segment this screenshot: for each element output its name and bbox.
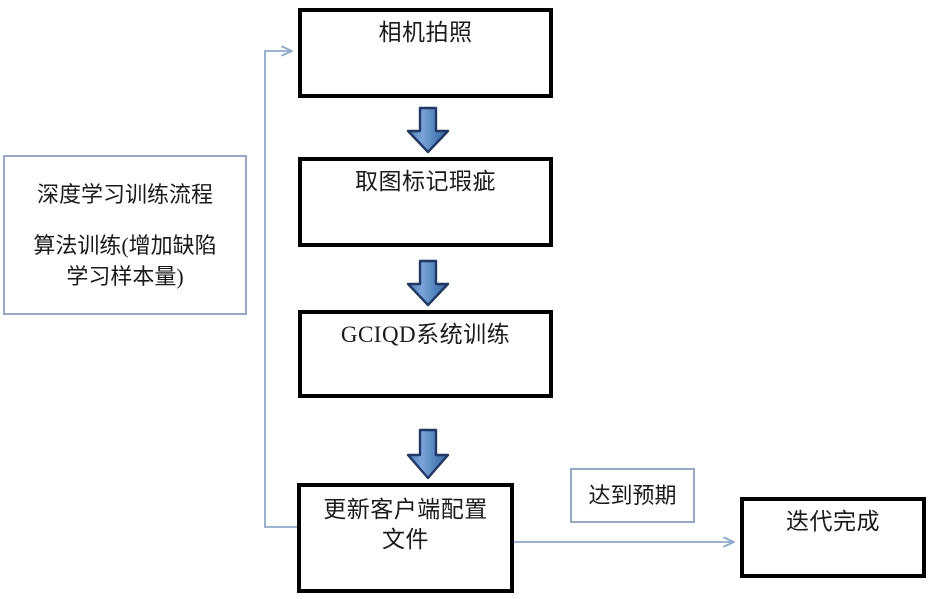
down-block-arrow-2 [404, 259, 452, 307]
note-line-detail: 算法训练(增加缺陷 学习样本量) [33, 232, 217, 289]
edge-label-meets-expectation: 达到预期 [570, 468, 695, 523]
edge-label-text: 达到预期 [588, 483, 677, 508]
process-label-update-client-config: 更新客户端配置 文件 [323, 497, 488, 552]
down-block-arrow-1 [404, 106, 452, 154]
process-box-camera-capture[interactable]: 相机拍照 [298, 8, 553, 98]
process-label-gciqd-system-training: GCIQD系统训练 [340, 322, 511, 347]
process-box-gciqd-system-training[interactable]: GCIQD系统训练 [298, 310, 553, 398]
training-process-note: 深度学习训练流程 算法训练(增加缺陷 学习样本量) [3, 155, 247, 315]
process-label-iteration-complete: 迭代完成 [786, 509, 880, 534]
feedback-loop-arrow [264, 45, 297, 528]
process-label-camera-capture: 相机拍照 [378, 20, 473, 45]
down-block-arrow-3 [404, 428, 452, 480]
process-label-image-defect-marking: 取图标记瑕疵 [355, 169, 496, 194]
note-line-title: 深度学习训练流程 [36, 181, 213, 207]
process-box-update-client-config[interactable]: 更新客户端配置 文件 [297, 483, 514, 593]
process-box-image-defect-marking[interactable]: 取图标记瑕疵 [298, 157, 553, 247]
process-box-iteration-complete[interactable]: 迭代完成 [740, 497, 926, 578]
